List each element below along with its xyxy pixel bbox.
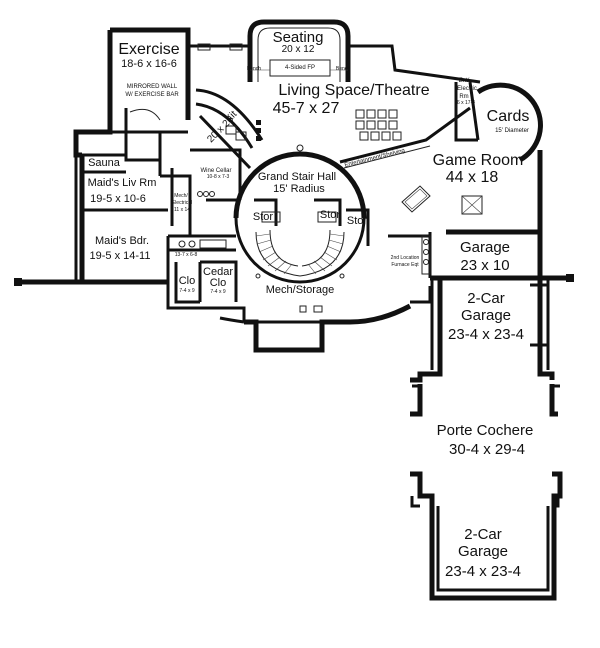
garage-top xyxy=(410,278,555,383)
seating-area xyxy=(197,19,351,82)
maids-liv-dims: 19-5 x 10-6 xyxy=(90,193,146,205)
seating-fireplace: 4-Sided FP xyxy=(284,65,316,71)
furnace-equipment xyxy=(423,239,429,265)
wine-dims: 10-8 x 7-3 xyxy=(206,174,230,180)
kit-dims: 20 x 29 xyxy=(205,114,237,146)
garage-bottom xyxy=(410,471,563,601)
theatre-seats xyxy=(355,109,402,141)
stor2-name: Stor xyxy=(319,209,341,221)
garage-small-dims: 23 x 10 xyxy=(460,257,510,274)
cards-dims: 15' Diameter xyxy=(495,128,529,134)
kitchen-fixtures xyxy=(225,120,261,141)
living-dims: 45-7 x 27 xyxy=(272,100,340,117)
maids-bdr-name: Maid's Bdr. xyxy=(94,235,150,247)
grand-stairs xyxy=(255,144,345,277)
garage2-bottom-line1: 2-Car xyxy=(464,526,502,543)
grand-stair-dims: 15' Radius xyxy=(273,183,325,195)
living-name: Living Space/Theatre xyxy=(278,82,430,99)
exterior-walls xyxy=(14,27,574,353)
wine-name: Wine Cellar xyxy=(200,168,232,174)
seating-bench-right: Bench xyxy=(335,66,351,72)
mech-storage-name: Mech/Storage xyxy=(265,284,335,296)
exercise-note1: MIRRORED WALL xyxy=(126,84,178,90)
clo2-line2: Clo xyxy=(209,277,227,289)
bath-fixtures xyxy=(178,239,227,249)
mech-elec-dims: 11 x 14 xyxy=(173,207,191,213)
stor3-name: Stor xyxy=(346,215,368,227)
porte-name: Porte Cochere xyxy=(436,422,534,439)
cards-name: Cards xyxy=(486,108,530,125)
entertainment-label: Entertainment/Shelving xyxy=(344,147,406,169)
stor1-name: Stor xyxy=(252,211,274,223)
sauna-name: Sauna xyxy=(88,157,120,169)
seating-dims: 20 x 12 xyxy=(281,44,315,55)
clo1-dims: 7-4 x 9 xyxy=(179,288,195,294)
exercise-dims: 18-6 x 16-6 xyxy=(121,58,177,70)
clo2-line1: Cedar xyxy=(203,266,233,278)
mech-fixtures xyxy=(197,191,345,313)
porte-cochere xyxy=(410,384,560,417)
furnace-line1: 2nd Location xyxy=(390,255,420,261)
garage2-top-dims: 23-4 x 23-4 xyxy=(448,326,524,343)
game-room-furniture xyxy=(401,185,483,215)
garage2-top-line1: 2-Car xyxy=(467,290,505,307)
exercise-note2: W/ EXERCISE BAR xyxy=(125,92,179,98)
garage2-top-line2: Garage xyxy=(460,307,512,324)
grand-stair-name: Grand Stair Hall xyxy=(257,171,337,183)
mech-elec-line1: Mech/ xyxy=(174,193,188,199)
exercise-name: Exercise xyxy=(118,41,180,58)
ent-rm-line3: Rm xyxy=(459,94,469,100)
clo1-name: Clo xyxy=(178,275,196,287)
clo2-dims: 7-4 x 9 xyxy=(210,289,226,295)
maids-bdr-dims: 19-5 x 14-11 xyxy=(89,250,151,262)
game-room-name: Game Room xyxy=(432,152,524,169)
bath-dims: 13-7 x 6-8 xyxy=(174,252,198,258)
maids-liv-name: Maid's Liv Rm xyxy=(87,177,157,189)
ent-rm-dims: 6 x 17-4 xyxy=(456,100,476,106)
garage-small-name: Garage xyxy=(459,239,511,256)
interior-walls xyxy=(82,81,480,304)
mech-elec-line2: Electrical xyxy=(171,200,193,206)
seating-name: Seating xyxy=(272,29,324,46)
porte-dims: 30-4 x 29-4 xyxy=(449,441,525,458)
garage2-bottom-line2: Garage xyxy=(457,543,509,560)
seating-bench-left: Bench xyxy=(246,66,262,72)
ent-rm-line1: Ent/ xyxy=(458,78,470,84)
garage2-bottom-dims: 23-4 x 23-4 xyxy=(445,563,521,580)
furnace-line2: Furnace Eqt xyxy=(391,262,419,268)
ent-rm-line2: Electric xyxy=(457,86,477,92)
game-room-dims: 44 x 18 xyxy=(445,169,499,186)
